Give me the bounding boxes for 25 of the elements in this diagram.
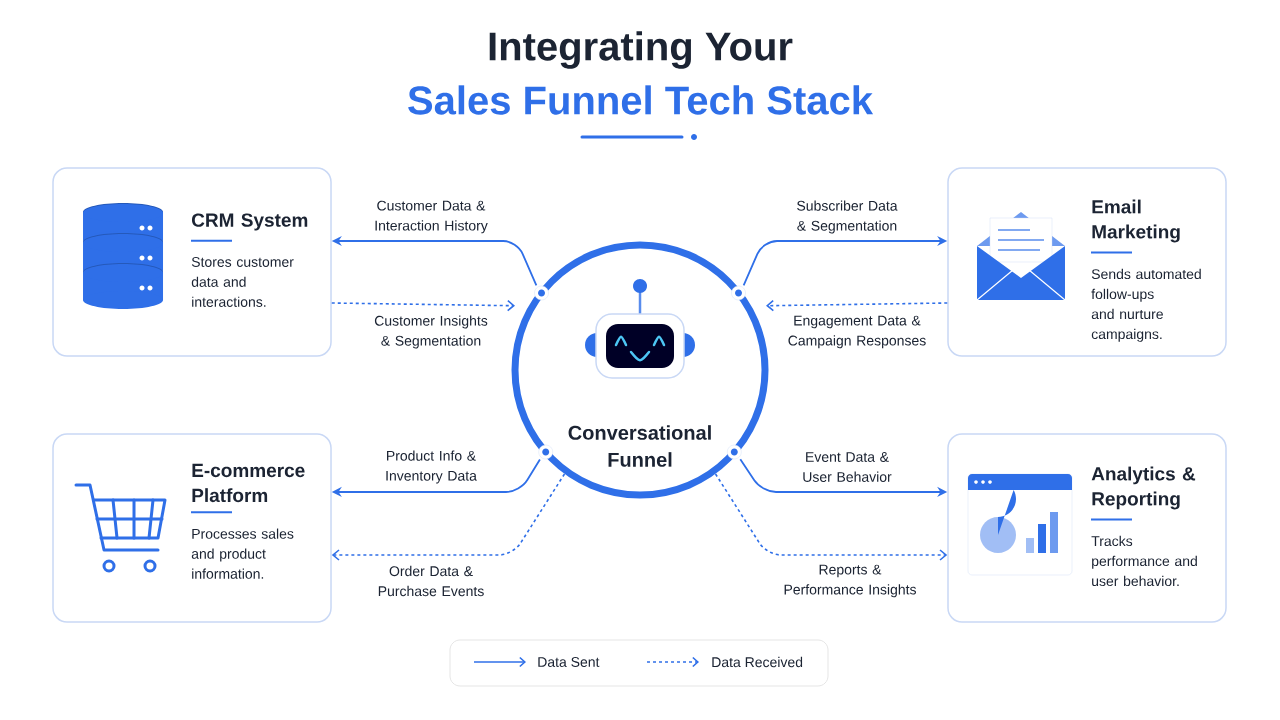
hub-label: Conversational Funnel: [568, 425, 711, 467]
arrow: [331, 473, 566, 561]
arrow: [714, 473, 948, 561]
edge-label: Product Info & Inventory Data: [386, 450, 477, 484]
title: Integrating Your: [489, 31, 793, 69]
card-description: Tracks performance and user behavior.: [1091, 535, 1197, 587]
edge-label: Reports & Performance Insights: [784, 564, 916, 598]
edge-label: Customer Data & Interaction History: [375, 200, 488, 234]
arrow: [330, 299, 515, 312]
edge-label: Subscriber Data & Segmentation: [797, 200, 898, 234]
subtitle: Sales Funnel Tech Stack: [408, 85, 874, 115]
edge-label: Customer Insights & Segmentation: [374, 315, 488, 349]
arrow: [766, 299, 949, 312]
card-heading: CRM System: [192, 213, 308, 231]
card-description: Sends automated follow-ups and nurture campaigns.: [1091, 268, 1201, 342]
legend-label: Data Received: [712, 656, 803, 668]
legend-label: Data Sent: [538, 657, 600, 667]
edge-label: Order Data & Purchase Events: [378, 565, 484, 597]
card-heading: E-commerce Platform: [192, 463, 305, 503]
card-description: Processes sales and product information.: [191, 528, 294, 579]
card-heading: Analytics & Reporting: [1091, 466, 1196, 510]
card-heading: Email Marketing: [1092, 199, 1180, 243]
edge-label: Engagement Data & Campaign Responses: [788, 315, 926, 349]
card-description: Stores customer data and interactions.: [191, 257, 294, 307]
edge-label: Event Data & User Behavior: [803, 452, 892, 482]
